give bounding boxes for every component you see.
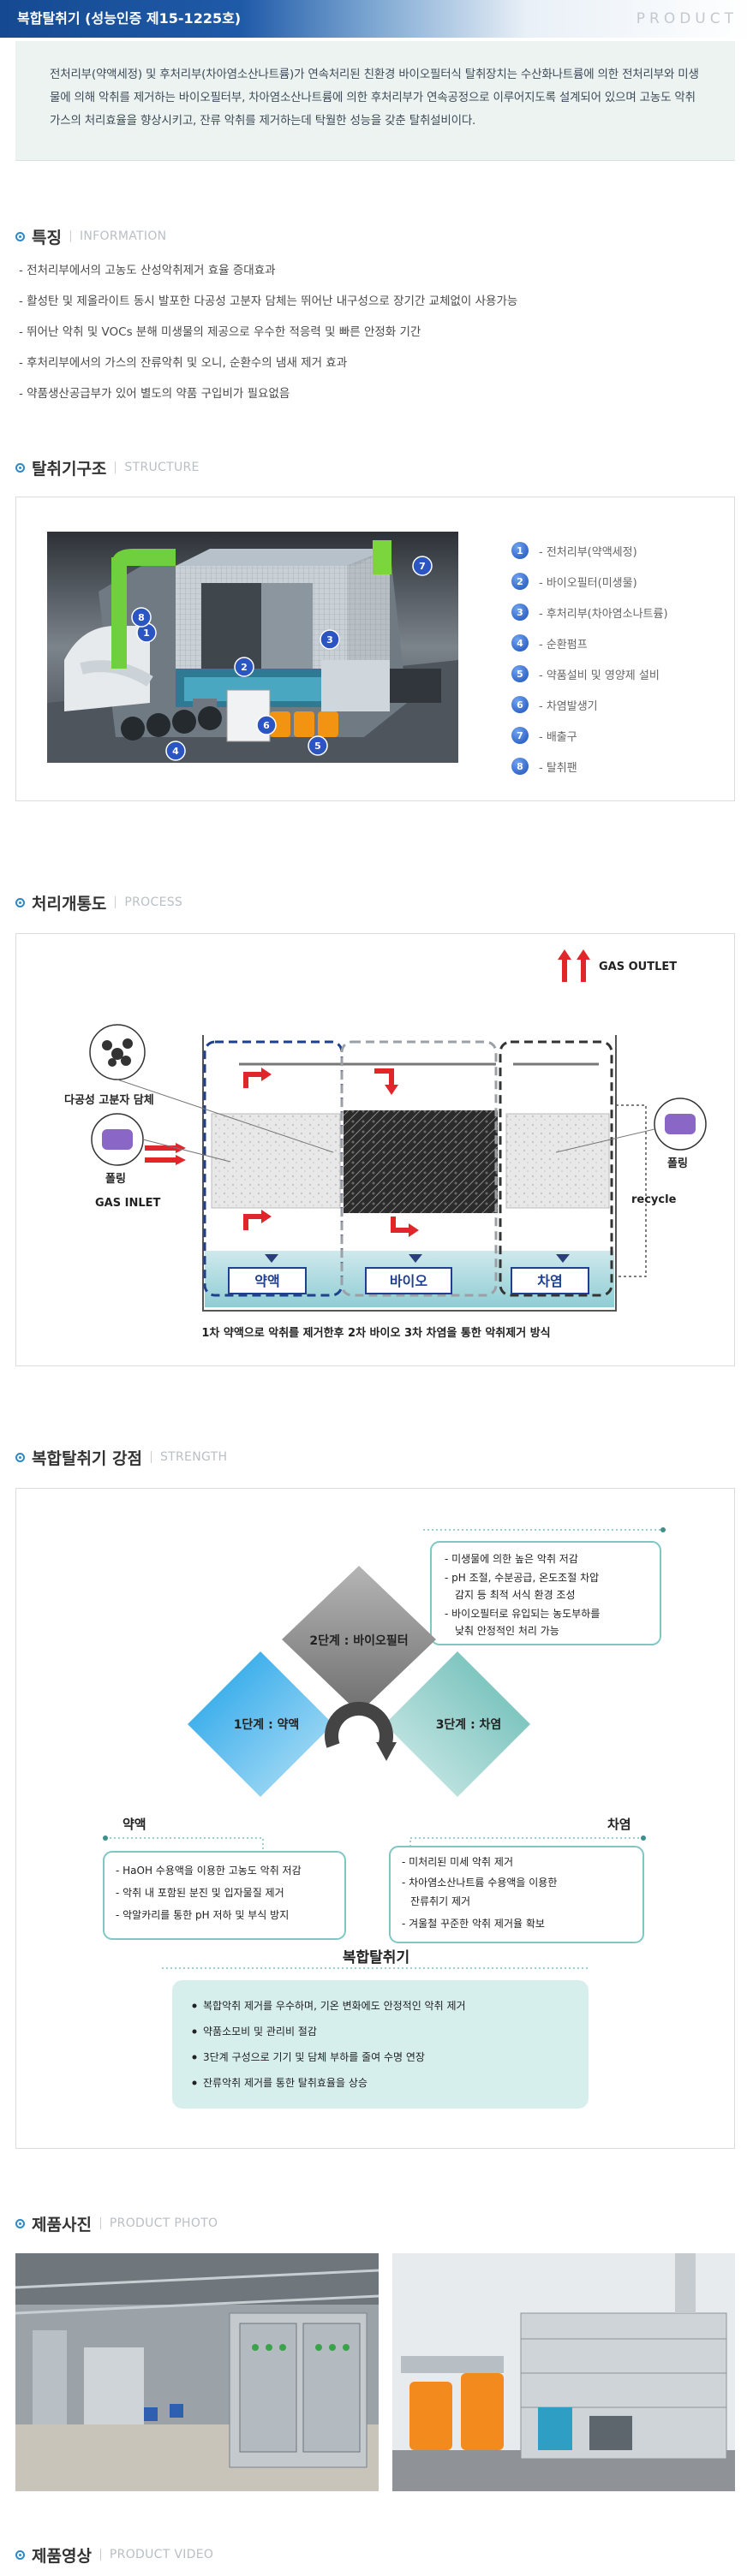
section-photo-heading: 제품사진 PRODUCT PHOTO <box>15 2211 218 2235</box>
svg-text:2: 2 <box>241 662 248 673</box>
process-caption: 1차 약액으로 악취를 제거한후 2차 바이오 3차 차염을 통한 악취제거 방… <box>201 1326 550 1340</box>
stage-label-chemical: 약액 <box>254 1273 279 1289</box>
bullet-circle-icon <box>15 231 25 241</box>
combined-box <box>172 1980 589 2109</box>
marker-2: 2 <box>234 657 254 677</box>
process-diagram: 약액 바이오 차염 GAS OUTLET GAS INLET 다공성 고분자 담… <box>64 949 707 1340</box>
bio-point: - pH 조절, 수분공급, 온도조절 차압 <box>445 1572 599 1584</box>
bio-point: - 바이오필터로 유입되는 농도부하를 <box>445 1608 600 1620</box>
legend-item: 3- 후처리부(차아염소나트륨) <box>511 597 668 628</box>
bullet-circle-icon <box>15 897 25 907</box>
feature-item: - 뛰어난 악취 및 VOCs 분해 미생물의 제공으로 우수한 적응력 및 빠… <box>19 325 421 339</box>
intro-box: 전처리부(약액세정) 및 후처리부(차아염소산나트륨)가 연속처리된 친환경 바… <box>15 41 735 161</box>
svg-text:3: 3 <box>326 634 333 645</box>
bullet-circle-icon <box>15 462 25 473</box>
process-panel: 약액 바이오 차염 GAS OUTLET GAS INLET 다공성 고분자 담… <box>15 933 735 1366</box>
left-point: - 악취 내 포함된 분진 및 입자물질 제거 <box>116 1887 284 1899</box>
marker-6: 6 <box>256 715 277 735</box>
svg-text:1: 1 <box>143 628 150 639</box>
right-point: - 미처리된 미세 악취 제거 <box>402 1856 513 1868</box>
structure-panel: 1 2 3 4 5 6 7 8 1- 전처리부(약액세정) 2- 바이오필터(미… <box>15 497 735 801</box>
legend-item: 8- 탈취팬 <box>511 751 668 782</box>
strength-panel: - 미생물에 의한 높은 악취 저감 - pH 조절, 수분공급, 온도조절 차… <box>15 1488 735 2149</box>
structure-illustration: 1 2 3 4 5 6 7 8 <box>47 532 458 763</box>
svg-text:4: 4 <box>172 746 179 757</box>
product-photo-indoor <box>15 2253 379 2491</box>
stage3-diamond <box>385 1651 530 1797</box>
feature-item: - 전처리부에서의 고농도 산성악취제거 효율 증대효과 <box>19 264 276 277</box>
bullet-circle-icon <box>15 1452 25 1462</box>
header-bar <box>0 0 753 38</box>
product-photo-outdoor <box>392 2253 735 2491</box>
left-point: - HaOH 수용액을 이용한 고농도 악취 저감 <box>116 1865 302 1877</box>
bullet-circle-icon <box>15 2549 25 2560</box>
cycle-arrow-icon <box>325 1701 393 1748</box>
stage2-label: 2단계 : 바이오필터 <box>309 1633 408 1648</box>
combined-point: 3단계 구성으로 기기 및 담체 부하를 줄여 수명 연장 <box>203 2051 425 2063</box>
section-process-heading: 처리개통도 PROCESS <box>15 890 182 914</box>
left-point: - 악알카리를 통한 pH 저하 및 부식 방지 <box>116 1909 289 1921</box>
section-strength-heading: 복합탈취기 강점 STRENGTH <box>15 1445 227 1469</box>
legend-item: 5- 약품설비 및 영양제 설비 <box>511 658 668 689</box>
section-video-heading: 제품영상 PRODUCT VIDEO <box>15 2543 213 2567</box>
legend-item: 1- 전처리부(약액세정) <box>511 535 668 566</box>
stage2-diamond <box>282 1566 436 1713</box>
legend-item: 4- 순환펌프 <box>511 628 668 658</box>
polling-right-label: 폴링 <box>667 1157 688 1170</box>
legend-item: 2- 바이오필터(미생물) <box>511 566 668 597</box>
label-chlorine: 차염 <box>607 1817 631 1832</box>
stage3-label: 3단계 : 차염 <box>436 1717 502 1732</box>
bio-point: 낮춰 안정적인 처리 가능 <box>455 1625 559 1637</box>
gas-outlet-label: GAS OUTLET <box>599 961 677 973</box>
legend-item: 6- 차염발생기 <box>511 689 668 720</box>
feature-item: - 활성탄 및 제올라이트 동시 발포한 다공성 고분자 담체는 뛰어난 내구성… <box>19 294 518 308</box>
label-chemical: 약액 <box>123 1817 146 1832</box>
polling-left-label: 폴링 <box>105 1173 126 1186</box>
combined-title: 복합탈취기 <box>343 1948 409 1966</box>
svg-text:8: 8 <box>138 612 145 623</box>
marker-8: 8 <box>131 607 152 628</box>
combined-point: 복합악취 제거를 우수하며, 기온 변화에도 안정적인 악취 제거 <box>203 2000 466 2012</box>
marker-4: 4 <box>165 741 186 761</box>
bullet-circle-icon <box>15 2218 25 2228</box>
recycle-label: recycle <box>631 1193 677 1206</box>
intro-text: 전처리부(약액세정) 및 후처리부(차아염소산나트륨)가 연속처리된 친환경 바… <box>50 68 699 128</box>
marker-5: 5 <box>308 735 328 756</box>
marker-3: 3 <box>320 629 340 650</box>
combined-point: 약품소모비 및 관리비 절감 <box>203 2025 317 2038</box>
stage-label-chlorine: 차염 <box>537 1273 562 1289</box>
feature-item: - 후처리부에서의 가스의 잔류악취 및 오니, 순환수의 냄새 제거 효과 <box>19 356 348 370</box>
svg-text:5: 5 <box>314 741 321 752</box>
stage-label-bio: 바이오 <box>390 1273 427 1289</box>
marker-7: 7 <box>412 556 433 576</box>
strength-diagram: - 미생물에 의한 높은 악취 저감 - pH 조절, 수분공급, 온도조절 차… <box>103 1527 666 2109</box>
gas-inlet-label: GAS INLET <box>95 1197 161 1210</box>
media-label: 다공성 고분자 담체 <box>64 1093 154 1107</box>
combined-point: 잔류악취 제거를 통한 탈취효율을 상승 <box>203 2077 368 2089</box>
bio-point: - 미생물에 의한 높은 악취 저감 <box>445 1553 578 1565</box>
svg-text:7: 7 <box>419 561 426 572</box>
product-label: PRODUCT <box>636 10 738 27</box>
feature-item: - 약품생산공급부가 있어 별도의 약품 구입비가 필요없음 <box>19 387 290 401</box>
right-point: - 겨울철 꾸준한 악취 제거율 확보 <box>402 1918 545 1930</box>
page-title: 복합탈취기 (성능인증 제15-1225호) <box>17 10 242 27</box>
svg-text:6: 6 <box>263 720 270 731</box>
section-structure-heading: 탈취기구조 STRUCTURE <box>15 455 200 479</box>
right-point: - 차아염소산나트륨 수용액을 이용한 <box>402 1877 557 1889</box>
legend-item: 7- 배출구 <box>511 720 668 751</box>
stage1-label: 1단계 : 약액 <box>234 1717 300 1732</box>
structure-legend: 1- 전처리부(약액세정) 2- 바이오필터(미생물) 3- 후처리부(차아염소… <box>511 535 668 782</box>
bio-point: 감지 등 최적 서식 환경 조성 <box>455 1589 576 1601</box>
section-features-heading: 특징 INFORMATION <box>15 224 166 248</box>
right-point: 잔류취기 제거 <box>410 1895 470 1907</box>
stage1-diamond <box>188 1651 333 1797</box>
